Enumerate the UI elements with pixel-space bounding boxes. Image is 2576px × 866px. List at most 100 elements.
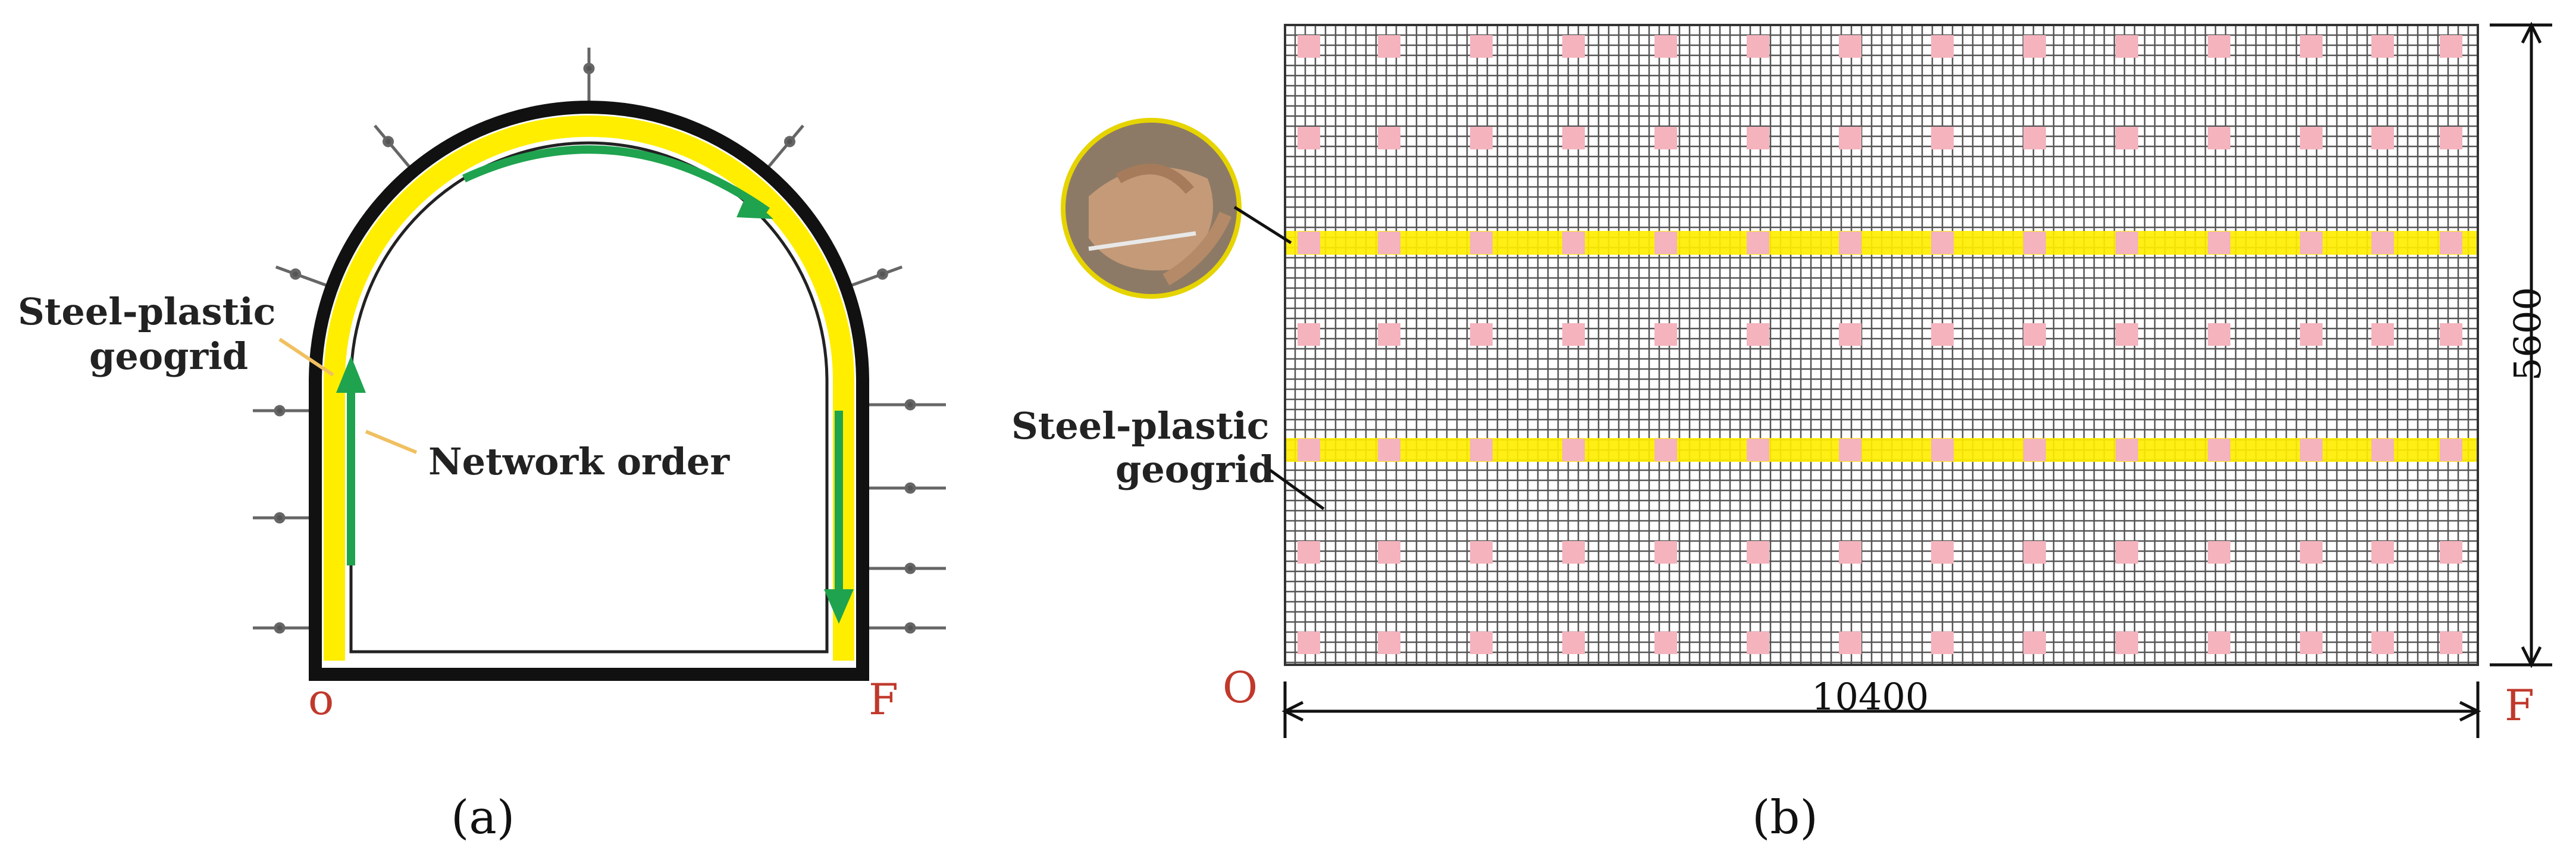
geogrid-node <box>2116 631 2138 654</box>
geogrid-node <box>2116 323 2138 346</box>
geogrid-node <box>2440 631 2462 654</box>
geogrid-node <box>1562 541 1585 564</box>
geogrid-node <box>1839 631 1862 654</box>
geogrid-node <box>2440 127 2462 149</box>
point-o-label: o <box>308 674 334 724</box>
geogrid-node <box>1470 439 1493 461</box>
bolt-plate <box>383 136 394 148</box>
geogrid-node <box>1378 631 1400 654</box>
geogrid-node <box>1470 35 1493 58</box>
geogrid-node <box>2300 127 2323 149</box>
geogrid-node <box>1378 323 1400 346</box>
geogrid-node <box>1747 127 1769 149</box>
geogrid-node <box>1378 439 1400 461</box>
geogrid-node <box>1298 232 1320 254</box>
geogrid-node <box>1562 631 1585 654</box>
geogrid-node <box>1562 35 1585 58</box>
geogrid-node <box>2023 631 2046 654</box>
geogrid-node <box>1562 323 1585 346</box>
geogrid-node <box>1931 631 1954 654</box>
bolt-plate <box>904 399 916 411</box>
bolt-plate <box>583 62 595 74</box>
geogrid-node <box>1839 127 1862 149</box>
geogrid-node <box>2208 631 2230 654</box>
panel-a: Steel-plastic geogrid Network order o F … <box>18 48 946 845</box>
rock-bolt <box>374 124 410 168</box>
grid-border <box>1284 24 2479 666</box>
geogrid-node <box>1654 541 1677 564</box>
geogrid-label-line1: Steel-plastic <box>18 290 276 333</box>
geogrid-node <box>1839 35 1862 58</box>
point-f-label: F <box>869 674 898 724</box>
geogrid-node <box>2371 127 2394 149</box>
geogrid-node <box>1298 323 1320 346</box>
geogrid-node <box>1747 631 1769 654</box>
height-dimension-label: 5600 <box>2506 287 2549 381</box>
geogrid-node <box>2371 323 2394 346</box>
geogrid-node <box>2440 439 2462 461</box>
geogrid-node <box>1562 127 1585 149</box>
geogrid-node <box>2023 323 2046 346</box>
geogrid-node <box>2300 35 2323 58</box>
geogrid-node <box>2116 232 2138 254</box>
geogrid-leader-b <box>1269 468 1325 511</box>
geogrid-node <box>2300 541 2323 564</box>
geogrid-node <box>2371 631 2394 654</box>
inset-leader <box>1233 205 1292 245</box>
bolt-plate <box>876 268 888 280</box>
geogrid-node <box>1839 323 1862 346</box>
geogrid-node <box>2440 35 2462 58</box>
width-dimension <box>1281 681 2481 738</box>
point-o-label-b: O <box>1223 662 1258 712</box>
geogrid-node <box>1839 439 1862 461</box>
panel-b: Steel-plastic geogrid 10400 5600 O F (b) <box>1011 21 2552 845</box>
geogrid-node <box>1298 127 1320 149</box>
geogrid-node <box>1470 631 1493 654</box>
inner-boundary <box>349 141 829 654</box>
geogrid-node <box>1470 541 1493 564</box>
geogrid-node <box>1931 323 1954 346</box>
geogrid-node <box>2208 127 2230 149</box>
band-nodes <box>1298 232 2462 461</box>
geogrid-node <box>1747 232 1769 254</box>
geogrid-node <box>1747 439 1769 461</box>
geogrid-node <box>1562 232 1585 254</box>
geogrid-node <box>1747 541 1769 564</box>
network-order-leader <box>365 430 418 454</box>
geogrid-node <box>2371 35 2394 58</box>
geogrid-node <box>1562 439 1585 461</box>
geogrid-node <box>2371 232 2394 254</box>
geogrid-label-b-line1: Steel-plastic <box>1011 404 1270 448</box>
geogrid-layer <box>324 115 854 661</box>
geogrid-node <box>1470 323 1493 346</box>
geogrid-node <box>1378 127 1400 149</box>
geogrid-node <box>2116 127 2138 149</box>
geogrid-node <box>1839 541 1862 564</box>
geogrid-node <box>1470 127 1493 149</box>
geogrid-node <box>1654 35 1677 58</box>
height-dimension <box>2490 21 2552 668</box>
geogrid-node <box>2371 439 2394 461</box>
geogrid-node <box>2208 35 2230 58</box>
caption-a: (a) <box>451 791 515 845</box>
geogrid-node <box>2023 541 2046 564</box>
geogrid-node <box>2440 323 2462 346</box>
bolt-plate <box>274 405 286 417</box>
width-dimension-label: 10400 <box>1812 675 1929 718</box>
geogrid-node <box>1378 232 1400 254</box>
geogrid-node <box>2440 232 2462 254</box>
geogrid-leader-a <box>278 337 334 377</box>
network-order-label: Network order <box>428 440 731 483</box>
geogrid-node <box>1747 35 1769 58</box>
geogrid-node <box>2208 323 2230 346</box>
geogrid-node <box>2023 35 2046 58</box>
rock-bolt <box>767 124 804 168</box>
geogrid-node <box>2023 232 2046 254</box>
geogrid-node <box>2023 439 2046 461</box>
geogrid-node <box>2300 232 2323 254</box>
caption-b: (b) <box>1752 791 1818 845</box>
geogrid-node <box>2371 541 2394 564</box>
geogrid-node <box>1378 35 1400 58</box>
geogrid-node <box>1654 323 1677 346</box>
bolt-plate <box>904 482 916 494</box>
